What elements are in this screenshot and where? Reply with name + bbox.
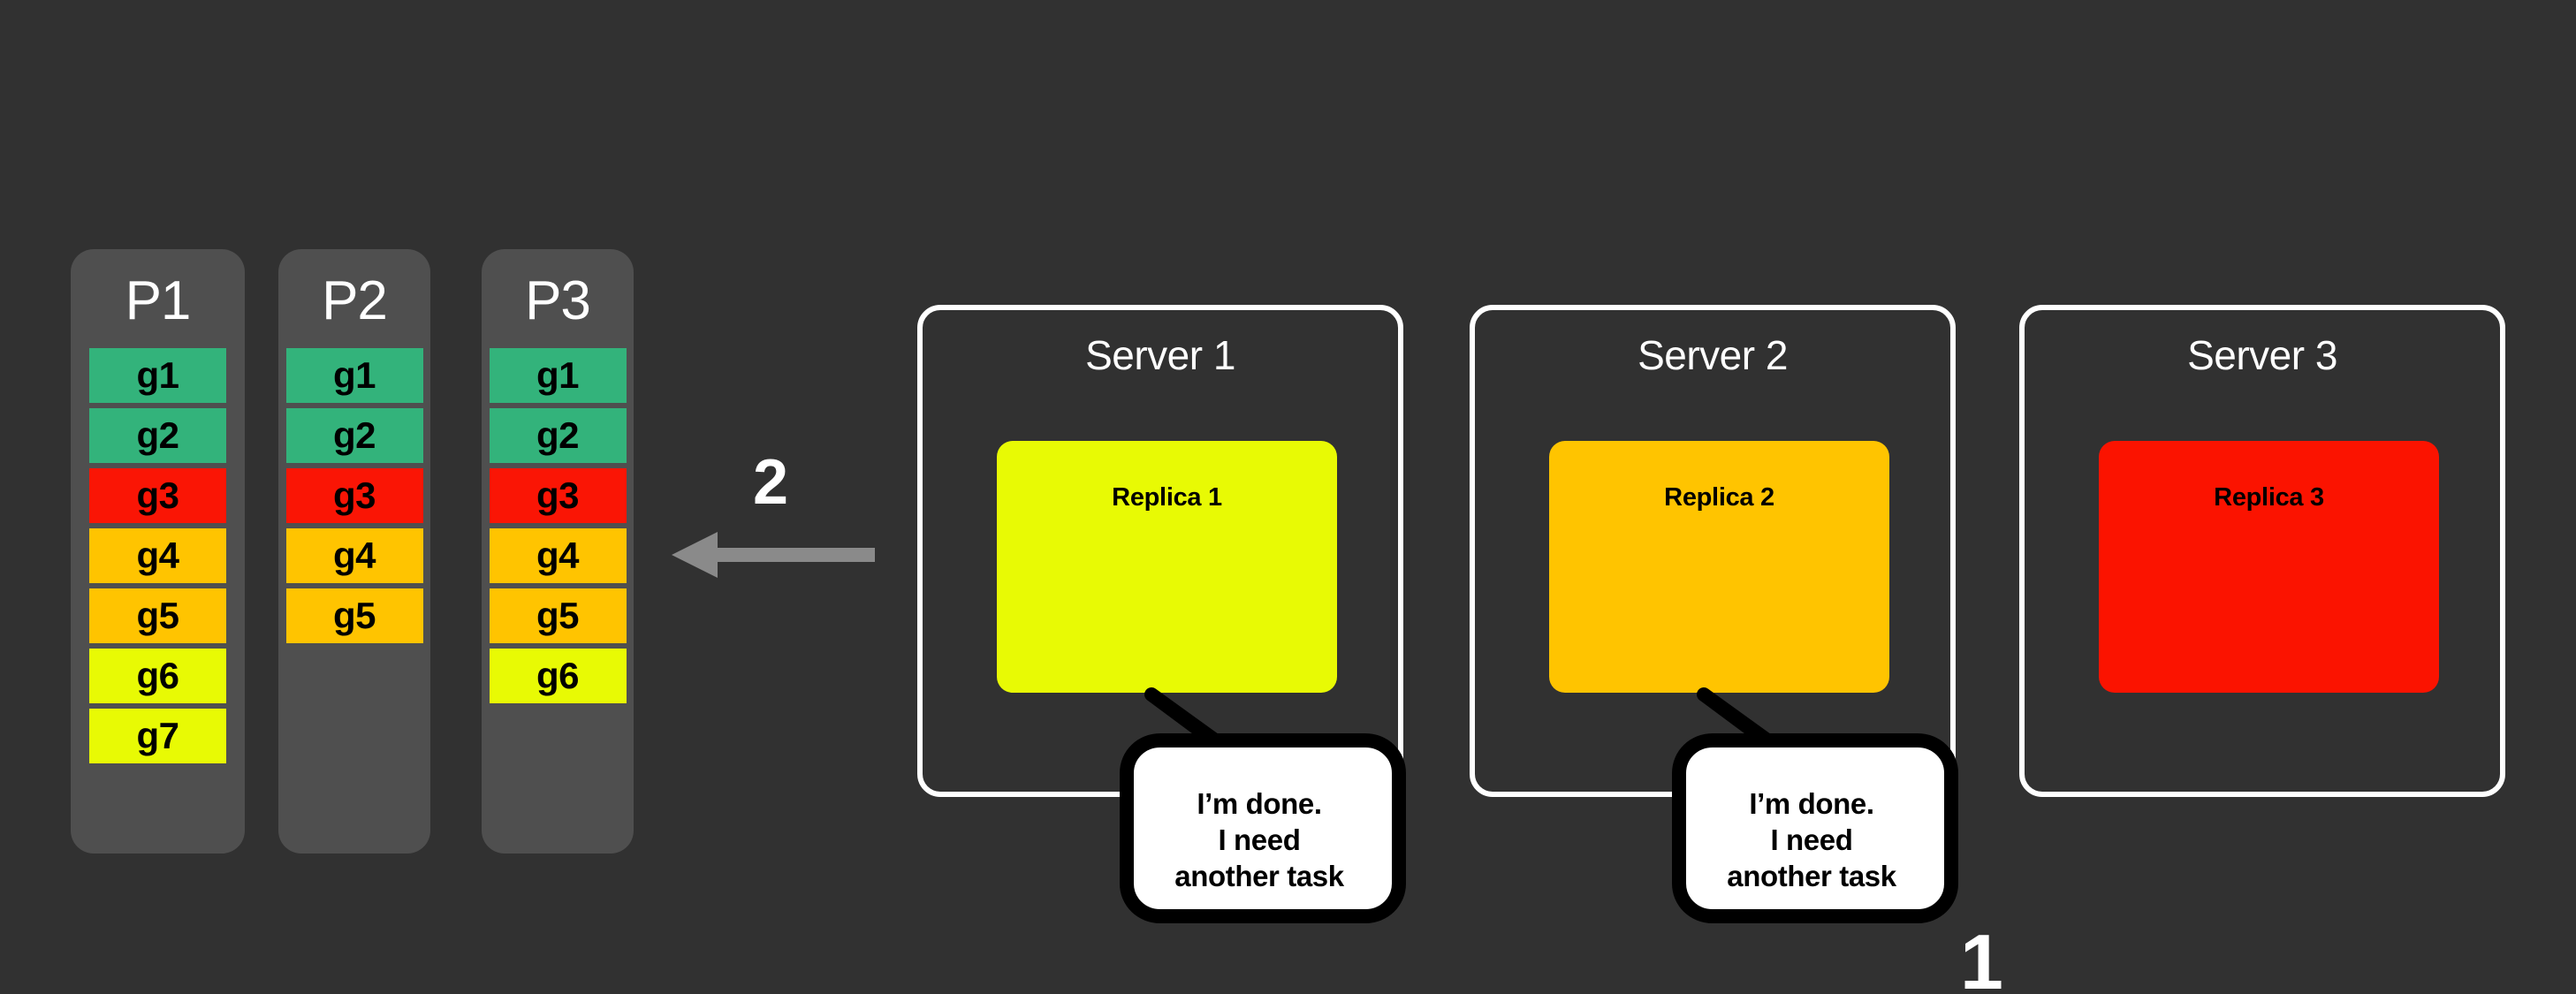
replica-box-2[interactable]: Replica 2 — [1549, 441, 1889, 693]
partition-column-p2: P2 g1 g2 g3 g4 g5 — [278, 249, 430, 854]
speech-bubble-shape — [1120, 687, 1406, 923]
server-label-1: Server 1 — [1085, 332, 1235, 378]
task-block[interactable]: g3 — [489, 468, 627, 523]
task-block[interactable]: g3 — [285, 468, 423, 523]
replica-label-3: Replica 3 — [2214, 483, 2324, 512]
task-list-p1: g1 g2 g3 g4 g5 g6 g7 — [71, 348, 245, 763]
bubble-line: I’m done. — [1197, 787, 1322, 820]
task-block[interactable]: g1 — [489, 348, 627, 403]
partition-column-p3: P3 g1 g2 g3 g4 g5 g6 — [482, 249, 634, 854]
bubble-line: I need — [1218, 823, 1301, 856]
partition-column-p1: P1 g1 g2 g3 g4 g5 g6 g7 — [71, 249, 245, 854]
step-number-1: 1 — [1960, 918, 2003, 994]
partition-label-p3: P3 — [525, 270, 591, 331]
server-label-2: Server 2 — [1638, 332, 1788, 378]
replica-label-2: Replica 2 — [1664, 483, 1774, 512]
task-block[interactable]: g7 — [89, 709, 226, 763]
replica-label-1: Replica 1 — [1112, 483, 1222, 512]
speech-bubble-server-1: I’m done. I need another task — [1109, 687, 1410, 935]
task-block[interactable]: g5 — [489, 588, 627, 643]
server-label-3: Server 3 — [2187, 332, 2337, 378]
task-block[interactable]: g4 — [489, 528, 627, 583]
task-block[interactable]: g5 — [89, 588, 226, 643]
arrow-left-icon — [672, 532, 875, 578]
partition-label-p2: P2 — [322, 270, 388, 331]
partition-label-p1: P1 — [125, 270, 192, 331]
task-list-p3: g1 g2 g3 g4 g5 g6 — [482, 348, 634, 703]
replica-box-1[interactable]: Replica 1 — [997, 441, 1337, 693]
task-block[interactable]: g4 — [285, 528, 423, 583]
server-box-3: Server 3 Replica 3 — [2019, 305, 2505, 797]
bubble-line: I’m done. — [1749, 787, 1874, 820]
task-block[interactable]: g6 — [489, 649, 627, 703]
bubble-line: I need — [1770, 823, 1853, 856]
server-box-1: Server 1 Replica 1 — [917, 305, 1403, 797]
step-number-2: 2 — [753, 447, 789, 518]
task-block[interactable]: g5 — [285, 588, 423, 643]
task-block[interactable]: g6 — [89, 649, 226, 703]
speech-bubble-text-1: I’m done. I need another task — [1121, 786, 1397, 895]
task-block[interactable]: g2 — [489, 408, 627, 463]
task-block[interactable]: g1 — [285, 348, 423, 403]
speech-bubble-text-2: I’m done. I need another task — [1674, 786, 1949, 895]
speech-bubble-server-2: I’m done. I need another task — [1661, 687, 1962, 935]
bubble-line: another task — [1727, 859, 1896, 892]
replica-box-3[interactable]: Replica 3 — [2099, 441, 2439, 693]
step-two-arrow-group: 2 — [672, 451, 884, 592]
task-list-p2: g1 g2 g3 g4 g5 — [278, 348, 430, 643]
task-block[interactable]: g3 — [89, 468, 226, 523]
task-block[interactable]: g2 — [285, 408, 423, 463]
bubble-line: another task — [1174, 859, 1344, 892]
task-block[interactable]: g2 — [89, 408, 226, 463]
speech-bubble-shape — [1672, 687, 1958, 923]
task-block[interactable]: g1 — [89, 348, 226, 403]
task-block[interactable]: g4 — [89, 528, 226, 583]
server-box-2: Server 2 Replica 2 — [1470, 305, 1956, 797]
